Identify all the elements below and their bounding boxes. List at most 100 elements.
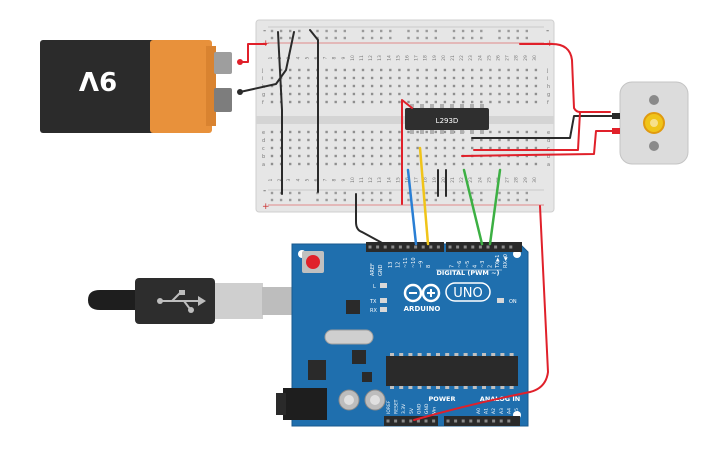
- terminal-hole: [525, 162, 528, 166]
- column-number: 17: [414, 177, 420, 183]
- terminal-hole: [525, 92, 528, 96]
- rail-hole: [334, 191, 337, 195]
- terminal-hole: [352, 154, 356, 158]
- column-number: 7: [323, 56, 329, 59]
- terminal-hole: [325, 146, 328, 150]
- row-letter: g: [547, 92, 550, 98]
- column-number: 7: [323, 178, 329, 181]
- terminal-hole: [516, 130, 519, 134]
- led-l: [380, 283, 387, 288]
- column-number: 25: [486, 177, 492, 183]
- wire-chip-enable-red[interactable]: [401, 99, 413, 205]
- motor-terminal[interactable]: [612, 128, 620, 134]
- dc-motor[interactable]: [612, 81, 689, 165]
- terminal-hole: [416, 162, 419, 166]
- digital-header-label: DIGITAL (PWM ~): [437, 269, 500, 277]
- motor-terminal[interactable]: [612, 113, 620, 119]
- column-number: 8: [332, 178, 338, 181]
- terminal-hole: [471, 138, 474, 142]
- wire-arduino-5v[interactable]: [413, 205, 549, 421]
- terminal-hole: [507, 138, 510, 142]
- chip-pins: [410, 104, 484, 134]
- terminal-hole: [425, 92, 428, 96]
- digital-header-left[interactable]: [366, 242, 444, 252]
- terminal-hole: [407, 154, 410, 158]
- wire-green-pin4[interactable]: [488, 168, 502, 246]
- wire-motor-red-2[interactable]: [473, 111, 581, 151]
- wire-motor-red[interactable]: [461, 130, 613, 157]
- battery-terminal-positive[interactable]: [214, 52, 232, 74]
- wire-blue-pin10[interactable]: [406, 168, 418, 246]
- usb-cable[interactable]: [88, 278, 292, 324]
- digital-pin-label: ~6: [457, 261, 463, 268]
- wire-green-pin5[interactable]: [462, 168, 484, 246]
- rail-hole: [461, 191, 465, 195]
- header-hole: [414, 245, 418, 249]
- wire-motor-black[interactable]: [471, 115, 613, 139]
- terminal-hole: [380, 130, 383, 134]
- column-number: 18: [423, 177, 429, 183]
- terminal-hole: [525, 100, 528, 104]
- terminal-hole: [525, 68, 528, 72]
- column-number: 10: [350, 177, 356, 183]
- terminal-hole: [525, 84, 528, 88]
- analog-header[interactable]: [444, 416, 520, 426]
- wire-ground-left[interactable]: [277, 31, 283, 195]
- column-number: 30: [532, 177, 538, 183]
- wire-rail-positive-right[interactable]: [519, 43, 611, 113]
- rail-hole: [452, 198, 456, 202]
- wire-battery-positive[interactable]: [239, 43, 267, 63]
- digital-pin-label: 12: [396, 262, 402, 268]
- rail-hole: [343, 29, 346, 33]
- rail-hole: [361, 198, 365, 202]
- rail-hole: [380, 36, 383, 40]
- wire-yellow-pin9[interactable]: [418, 146, 430, 246]
- rail-hole: [361, 36, 365, 40]
- terminal-hole: [516, 76, 519, 80]
- arduino-brand: ARDUINO: [404, 305, 441, 313]
- terminal-hole: [516, 68, 519, 72]
- wire-ground-rails[interactable]: [309, 29, 319, 193]
- dc-power-jack[interactable]: [283, 388, 327, 420]
- terminal-hole: [380, 162, 383, 166]
- battery-terminal-negative[interactable]: [214, 88, 232, 112]
- rail-hole: [498, 29, 501, 33]
- terminal-hole: [434, 84, 437, 88]
- column-number: 20: [441, 177, 447, 183]
- motor-shaft-center: [650, 119, 658, 127]
- battery-9v[interactable]: 9V: [40, 40, 243, 133]
- column-number: 6: [314, 56, 320, 59]
- rail-hole: [370, 36, 374, 40]
- terminal-hole: [361, 92, 365, 96]
- wire-arduino-gnd[interactable]: [355, 193, 385, 245]
- terminal-hole: [416, 100, 419, 104]
- terminal-hole: [370, 84, 374, 88]
- digital-header-right[interactable]: [446, 242, 522, 252]
- l293d-chip[interactable]: L293D: [405, 104, 489, 134]
- terminal-hole: [370, 162, 374, 166]
- terminal-hole: [352, 76, 356, 80]
- column-number: 11: [359, 55, 365, 61]
- digital-pin-label: 4: [472, 265, 478, 268]
- terminal-hole: [352, 100, 356, 104]
- terminal-hole: [452, 162, 456, 166]
- terminal-hole: [434, 162, 437, 166]
- terminal-hole: [307, 146, 310, 150]
- terminal-hole: [452, 92, 456, 96]
- terminal-hole: [325, 92, 328, 96]
- terminal-hole: [407, 130, 410, 134]
- terminal-hole: [534, 154, 538, 158]
- terminal-hole: [361, 146, 365, 150]
- terminal-hole: [498, 138, 501, 142]
- terminal-hole: [434, 76, 437, 80]
- rail-hole: [316, 198, 319, 202]
- row-letter: e: [547, 130, 550, 136]
- rail-hole: [516, 36, 519, 40]
- rail-hole: [525, 198, 528, 202]
- rail-hole: [389, 191, 392, 195]
- reset-button[interactable]: [306, 255, 320, 269]
- chip-pin: [450, 130, 454, 134]
- terminal-hole: [298, 138, 301, 142]
- rail-hole: [361, 29, 365, 33]
